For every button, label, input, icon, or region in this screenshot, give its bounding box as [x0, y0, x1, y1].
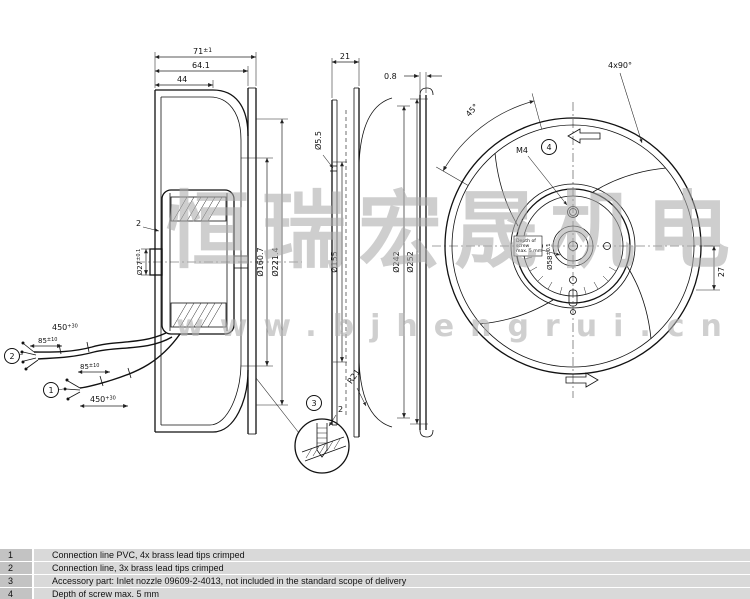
callout-2	[4, 348, 20, 364]
svg-text:4: 4	[546, 143, 551, 152]
dim-label-21: 21	[340, 52, 350, 61]
dim-label-242: Ø242	[391, 251, 401, 273]
motor-section	[149, 189, 248, 335]
watermark-url: www.bjhengrui.cn	[176, 309, 738, 344]
screw-hole	[603, 242, 611, 250]
dim-label-detail-2: 2	[338, 405, 343, 414]
screw-hole	[569, 276, 577, 284]
row-number: 1	[0, 549, 34, 561]
svg-text:screw: screw	[516, 243, 530, 249]
dim-label-cable-top-length: 450+30	[52, 323, 78, 332]
notes-table: 1 Connection line PVC, 4x brass lead tip…	[0, 549, 750, 599]
detail-view: 2 3	[255, 377, 350, 474]
rotation-arrow-icon	[567, 128, 601, 144]
svg-text:Depth of: Depth of	[516, 238, 536, 244]
callout-3	[306, 395, 322, 411]
svg-text:3: 3	[311, 399, 316, 408]
dim-label-27: Ø27±0.1	[136, 249, 144, 276]
dim-label-cable-bottom-strip: 85±10	[80, 363, 99, 371]
dim-label-0-8: 0.8	[384, 72, 397, 81]
section-dimensions: 71±1 64.1 44 Ø160.7 Ø221.4 Ø27±0.1 2	[136, 47, 288, 406]
dim-label-cable-top-strip: 85±10	[38, 337, 57, 345]
table-row: 1 Connection line PVC, 4x brass lead tip…	[0, 549, 750, 561]
table-row: 2 Connection line, 3x brass lead tips cr…	[0, 562, 750, 574]
dim-label-155: Ø155	[329, 251, 339, 273]
row-number: 2	[0, 562, 34, 574]
lead-tips-4x	[20, 341, 39, 371]
note-box: Depth of screw max. 5 mm	[513, 235, 561, 257]
row-text: Connection line PVC, 4x brass lead tips …	[52, 550, 245, 560]
watermark: 恒瑞宏晟机电 www.bjhengrui.cn	[166, 182, 742, 344]
watermark-text-cn: 恒瑞宏晟机电	[166, 182, 742, 280]
dim-label-cable-bottom-length: 450+30	[90, 395, 116, 404]
lead-tips-3x	[63, 378, 81, 401]
dim-label-160-7: Ø160.7	[255, 247, 265, 276]
dim-label-58: Ø58±0.1	[546, 243, 554, 270]
dim-label-252: Ø252	[405, 251, 415, 273]
side-view	[331, 87, 434, 438]
dim-label-gap2: 2	[136, 219, 141, 228]
row-text: Accessory part: Inlet nozzle 09609-2-401…	[52, 576, 407, 586]
row-number: 4	[0, 588, 34, 599]
svg-text:max. 5 mm: max. 5 mm	[516, 248, 543, 254]
rotation-arrow-icon	[565, 372, 599, 388]
table-row: 4 Depth of screw max. 5 mm	[0, 588, 750, 599]
dim-label-4x90: 4x90°	[608, 61, 632, 70]
svg-text:1: 1	[48, 386, 53, 395]
dim-label-5-5: Ø5.5	[313, 131, 323, 150]
callout-4	[541, 139, 557, 155]
front-view: Depth of screw max. 5 mm Ø58±0.1	[432, 102, 716, 398]
technical-drawing: 71±1 64.1 44 Ø160.7 Ø221.4 Ø27±0.1 2	[0, 0, 750, 548]
dim-label-64-1: 64.1	[192, 61, 210, 70]
section-view	[136, 87, 302, 435]
dim-label-m4: M4	[516, 146, 528, 155]
dim-label-221-4: Ø221.4	[270, 247, 280, 276]
row-number: 3	[0, 575, 34, 587]
table-row: 3 Accessory part: Inlet nozzle 09609-2-4…	[0, 575, 750, 587]
dim-label-71: 71±1	[193, 47, 212, 56]
drawing-background	[0, 0, 750, 548]
svg-text:2: 2	[9, 352, 14, 361]
row-text: Connection line, 3x brass lead tips crim…	[52, 563, 224, 573]
dim-label-44: 44	[177, 75, 187, 84]
dim-label-offset-27: 27	[717, 267, 726, 277]
row-text: Depth of screw max. 5 mm	[52, 589, 160, 599]
cable-group: 450+30 85±10 85±10 450+30 2 1	[4, 323, 181, 408]
screw-hole	[569, 208, 577, 216]
